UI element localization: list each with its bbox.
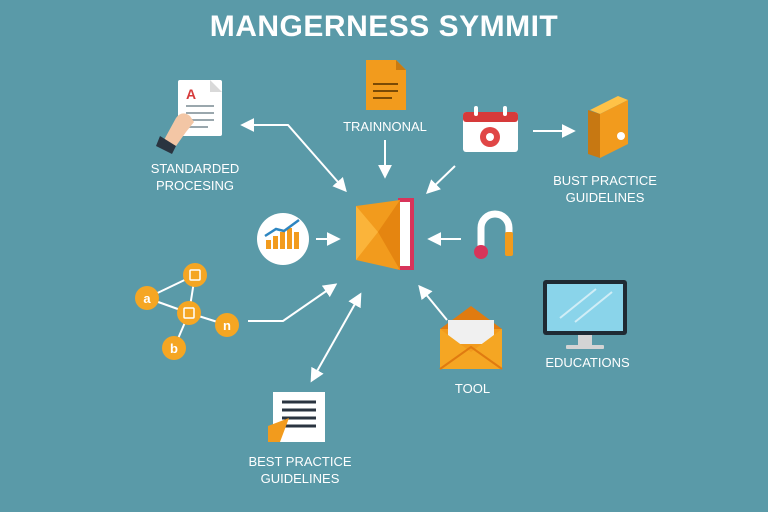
binder-icon — [588, 96, 628, 158]
magnet-icon — [474, 210, 513, 259]
label-educations: EDUCATIONS — [545, 355, 630, 370]
label-tool: TOOL — [454, 381, 491, 396]
label-line: BEST PRACTICE — [248, 454, 352, 469]
page-title: MANGERNESS SYMMIT — [209, 10, 559, 43]
arrow-checklist — [310, 292, 362, 383]
label-line: GUIDELINES — [260, 471, 340, 486]
arrow-standardized — [240, 118, 347, 193]
document-hand-icon: A — [156, 80, 222, 154]
monitor-icon — [543, 280, 627, 349]
connector-arrows — [240, 118, 576, 383]
bar-chart-icon — [257, 213, 309, 265]
label-line: PROCESING — [155, 178, 234, 193]
label-standardized-processing: STANDARDED PROCESING — [130, 160, 260, 194]
network-node-a: a — [143, 291, 151, 306]
label-line: BUST PRACTICE — [553, 173, 657, 188]
label-line: STANDARDED — [150, 161, 240, 176]
envelope-icon — [439, 306, 503, 370]
network-icon: a b n — [135, 263, 239, 360]
checklist-icon — [268, 392, 325, 442]
label-best-practice-bottom: BEST PRACTICE GUIDELINES — [230, 453, 370, 487]
document-icon — [366, 60, 406, 110]
label-training: TRAINNONAL — [343, 119, 427, 134]
central-book-icon — [356, 198, 414, 270]
label-best-practice-right: BUST PRACTICE GUIDELINES — [540, 172, 670, 206]
document-letter: A — [186, 86, 196, 102]
network-node-b: b — [170, 341, 178, 356]
label-line: GUIDELINES — [565, 190, 645, 205]
calendar-icon — [463, 106, 518, 152]
arrow-network — [248, 283, 338, 322]
network-node-n: n — [223, 318, 231, 333]
arrow-envelope — [418, 284, 448, 321]
arrow-calendar — [425, 165, 456, 194]
